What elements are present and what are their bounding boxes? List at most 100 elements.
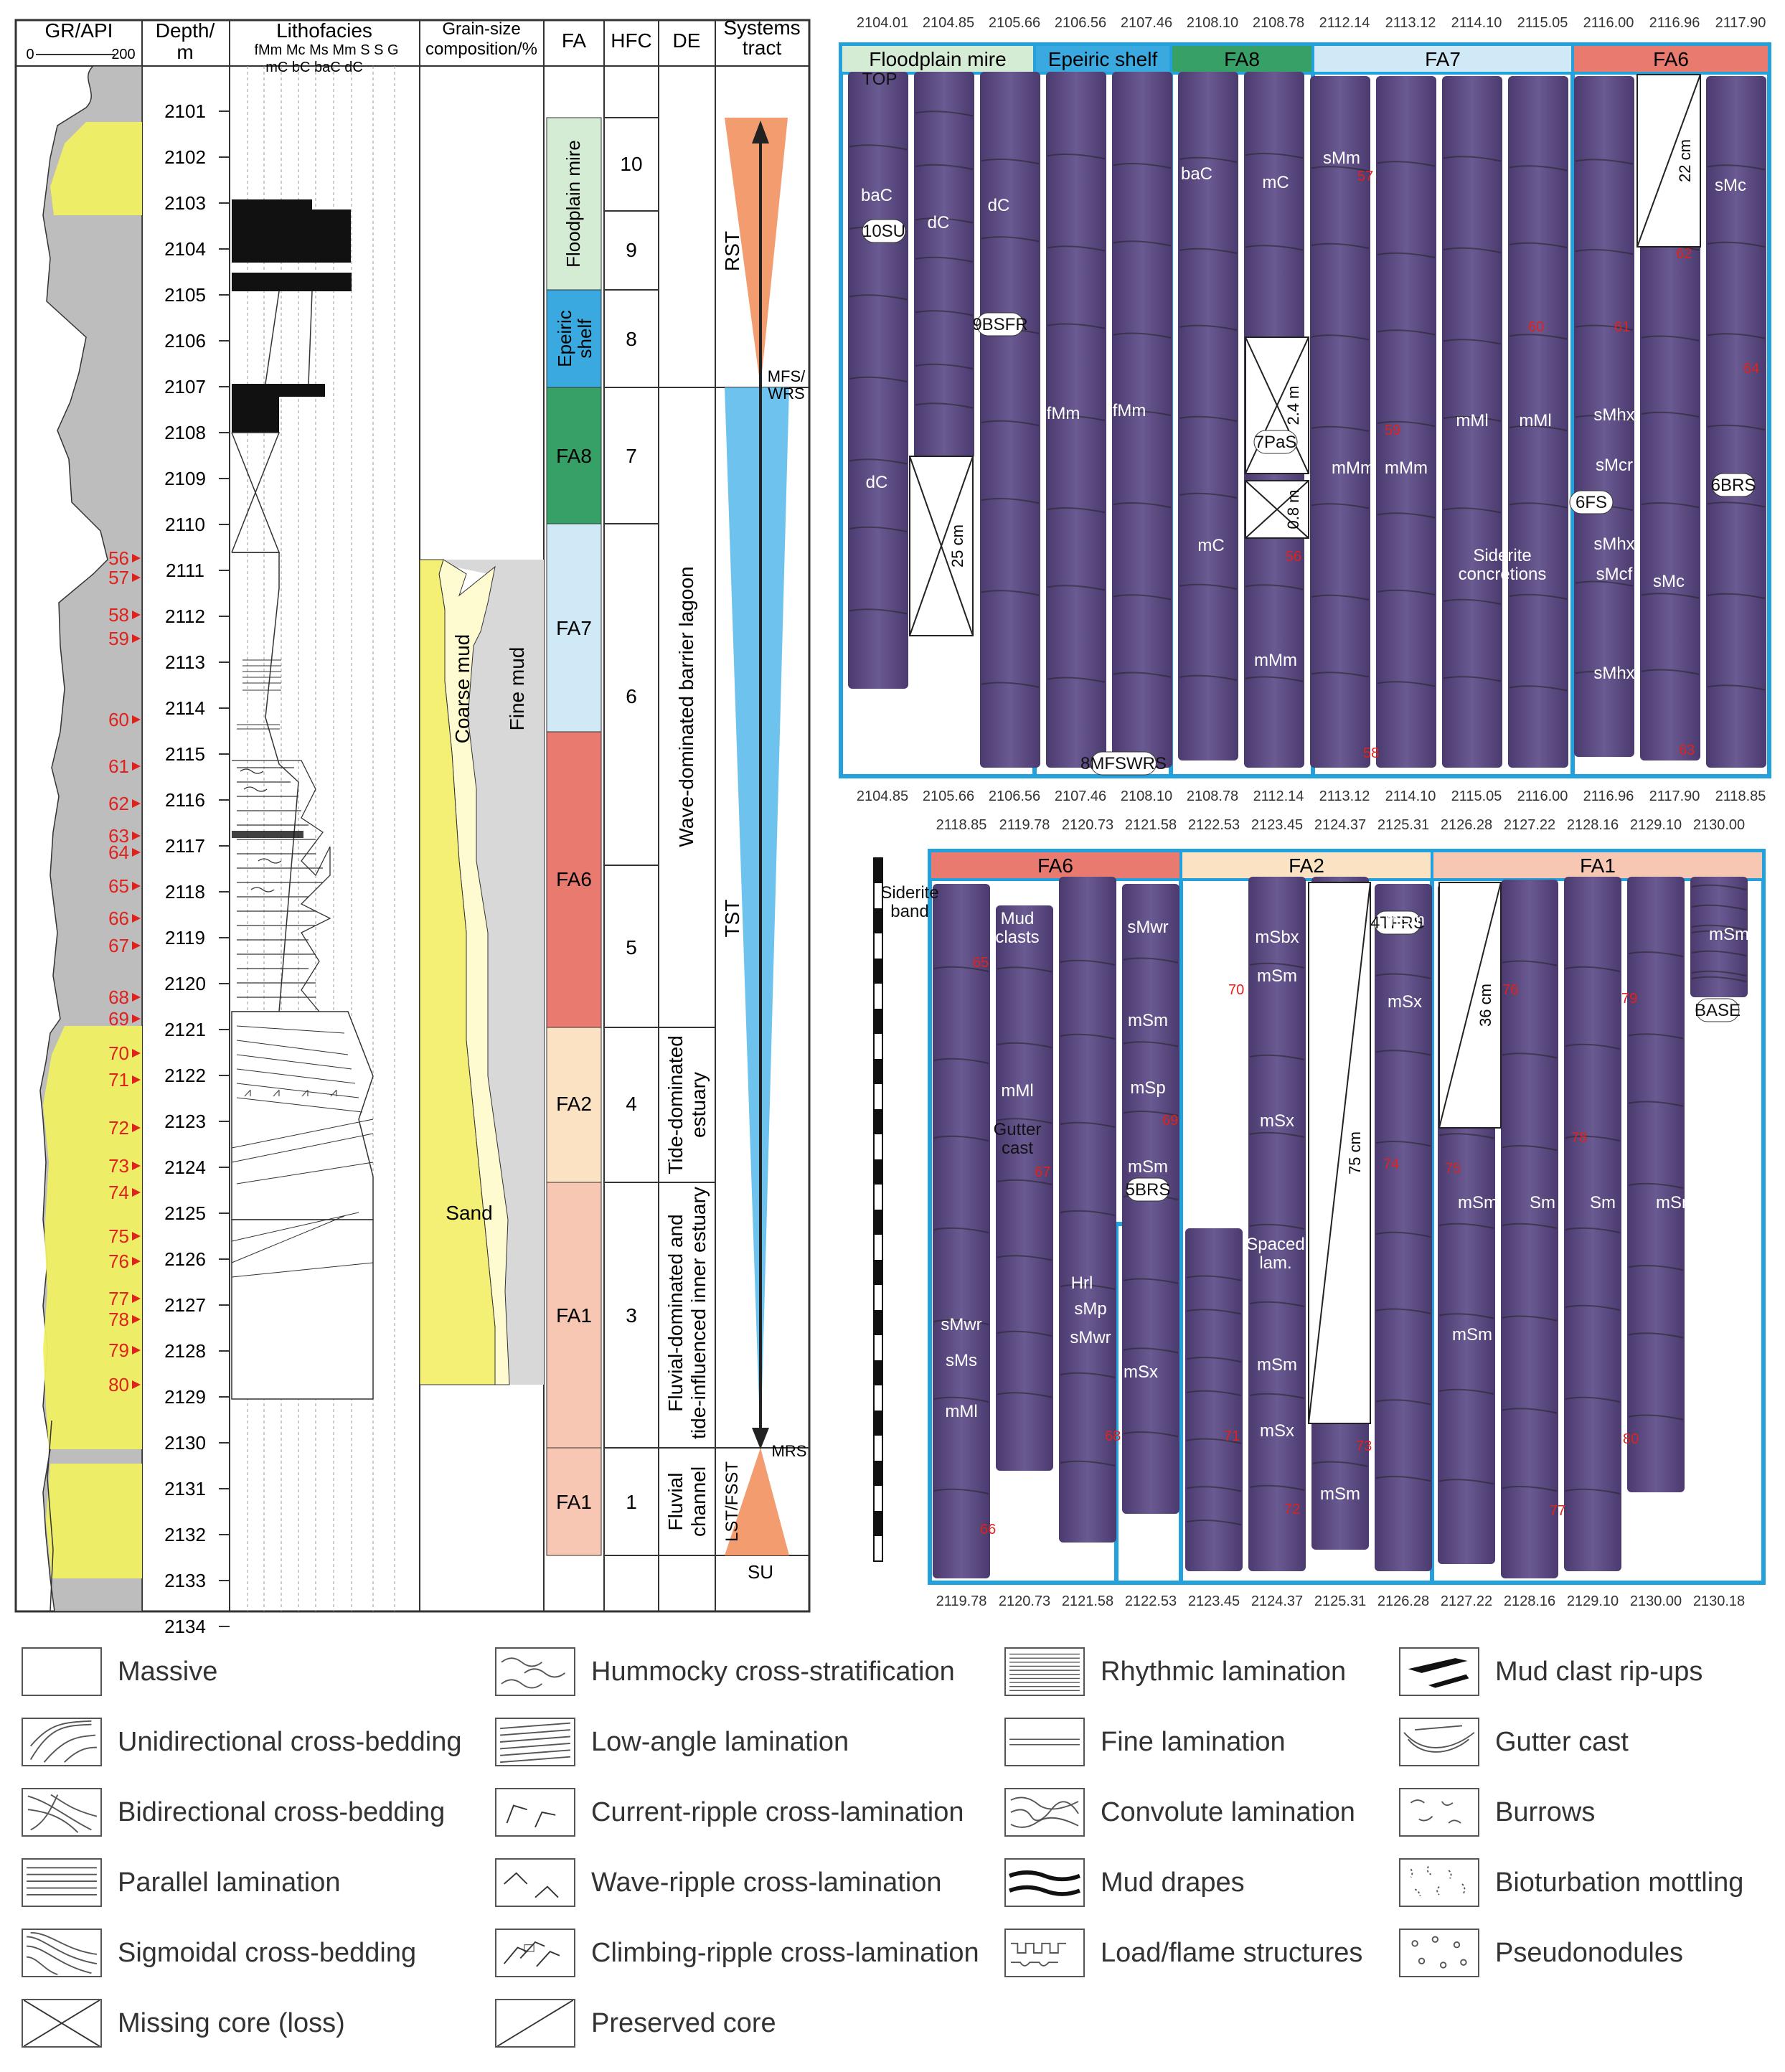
core-depth-bottom: 2127.22 — [1441, 1593, 1492, 1609]
sample-marker-arrow — [132, 1075, 141, 1084]
legend-unidirectional: Unidirectional cross-bedding — [22, 1713, 461, 1771]
core-fracture — [997, 1330, 1052, 1337]
core-depth-bottom: 2128.16 — [1504, 1593, 1555, 1609]
core-fracture — [1628, 951, 1684, 958]
core-facies-label: Sm — [1590, 1193, 1616, 1212]
core-fracture — [1628, 1265, 1684, 1271]
strat-log-panel: GR/API 0 200 Depth/m Lithofacies fMm Mc … — [14, 17, 811, 1637]
core-depth-top: 2123.45 — [1251, 817, 1303, 833]
core-depth-top: 2128.16 — [1567, 817, 1619, 833]
lithofacies-column: ⩘⩘⩘⩘ — [231, 66, 395, 1611]
core-facies-label: sMs — [946, 1351, 977, 1370]
surface-marker-bubble — [1091, 751, 1157, 776]
de-header: DE — [673, 29, 701, 52]
core-depth-top: 2124.37 — [1314, 817, 1366, 833]
core-fracture — [1502, 1408, 1558, 1414]
core-fracture — [981, 498, 1040, 504]
core-depth-top: 2114.10 — [1451, 15, 1502, 31]
st-mfs: MFS/WRS — [768, 367, 806, 402]
legend-label: Convolute lamination — [1101, 1796, 1355, 1827]
core-sample-number: 72 — [1284, 1502, 1300, 1517]
legend-burrows: Burrows — [1399, 1784, 1595, 1841]
core-fracture — [1245, 153, 1304, 159]
core-fracture — [1123, 1111, 1179, 1117]
litho-codes-top: fMm Mc Ms Mm S S G — [254, 42, 398, 58]
legend-load-flame: Load/flame structures — [1004, 1924, 1362, 1982]
core-fracture — [1565, 966, 1621, 972]
sample-marker-arrow — [132, 573, 141, 582]
fa-fa8: FA8 — [556, 445, 592, 467]
tst-triangle — [725, 387, 789, 1448]
gr-curve-yellow — [43, 122, 142, 1578]
core-sample-number: 75 — [1445, 1161, 1461, 1177]
core-fracture — [1311, 166, 1370, 172]
core-unit-title: Floodplain mire — [869, 48, 1006, 70]
depth-tick-label: 2113 — [165, 651, 205, 673]
core-segment — [1375, 884, 1432, 1571]
core-depth-bottom: 2129.10 — [1567, 1593, 1619, 1609]
hfc-header: HFC — [611, 29, 652, 52]
legend-wave-ripple: Wave-ripple cross-lamination — [495, 1854, 942, 1911]
core-fracture — [1438, 1313, 1494, 1319]
fa-epeiric: Epeiricshelf — [554, 310, 595, 367]
core-fracture — [1691, 976, 1747, 982]
core-fracture — [1047, 245, 1106, 252]
core-fracture — [1628, 1182, 1684, 1189]
sample-marker-label: 58 — [108, 604, 129, 626]
core-depth-top: 2116.96 — [1649, 15, 1700, 31]
core-fracture — [1375, 973, 1431, 979]
core-sample-number: 59 — [1385, 423, 1400, 438]
core-fracture — [1060, 1460, 1116, 1466]
core-depth-top: 2127.22 — [1504, 817, 1555, 833]
surface-marker-bubble — [1695, 998, 1740, 1022]
depth-tick-label: 2112 — [165, 606, 205, 627]
surface-marker-bubble — [862, 219, 906, 243]
core-unit-header — [1169, 43, 1314, 75]
core-fracture — [1438, 1223, 1494, 1229]
core-fracture — [1707, 333, 1766, 339]
sample-marker-arrow — [132, 1188, 141, 1197]
core-fracture — [1311, 503, 1370, 509]
core-depth-top: 2108.10 — [1187, 15, 1238, 31]
legend-pseudonodules: Pseudonodules — [1399, 1924, 1683, 1982]
core-fracture — [1502, 960, 1558, 966]
depth-tick-label: 2106 — [164, 330, 206, 352]
core-sample-number: 78 — [1571, 1130, 1587, 1146]
sand-area — [419, 559, 496, 1385]
core-fracture — [1179, 415, 1238, 422]
core-sample-number: 64 — [1743, 361, 1759, 377]
surface-marker-bubble — [1126, 1177, 1170, 1202]
fa-fa1-upper: FA1 — [556, 1304, 592, 1327]
core-fracture — [1565, 1304, 1621, 1311]
core-fracture — [1249, 1054, 1305, 1060]
sample-marker-label: 72 — [108, 1117, 129, 1139]
core-segment — [914, 72, 974, 459]
depth-tick-label: 2105 — [164, 284, 206, 306]
core-fracture — [933, 1058, 989, 1064]
sample-marker-label: 75 — [108, 1225, 129, 1247]
depth-tick-label: 2117 — [165, 835, 205, 857]
hfc-7: 7 — [626, 445, 637, 467]
lst-triangle — [725, 1448, 789, 1555]
core-fracture — [981, 236, 1040, 242]
core-sample-number: 67 — [1035, 1164, 1050, 1180]
missing-core-icon — [22, 1999, 102, 2048]
core-fracture — [1123, 1347, 1179, 1354]
depth-tick-label: 2110 — [165, 514, 205, 535]
core-fracture — [1565, 1227, 1621, 1233]
missing-core-diagonal — [1636, 74, 1701, 248]
sample-marker-arrow — [132, 762, 141, 771]
core-facies-label: mMl — [1519, 411, 1551, 430]
sample-marker-label: 79 — [108, 1339, 129, 1361]
fa-fa6: FA6 — [556, 868, 592, 890]
core-facies-label: mSm — [1128, 1157, 1168, 1177]
depth-tick-label: 2126 — [164, 1248, 206, 1270]
core-depth-top: 2119.78 — [999, 817, 1050, 833]
fa-header: FA — [562, 29, 587, 52]
st-su: SU — [748, 1561, 773, 1583]
core-facies-label: dC — [928, 213, 950, 232]
core-fracture — [997, 1042, 1052, 1048]
core-fracture — [1377, 420, 1436, 427]
